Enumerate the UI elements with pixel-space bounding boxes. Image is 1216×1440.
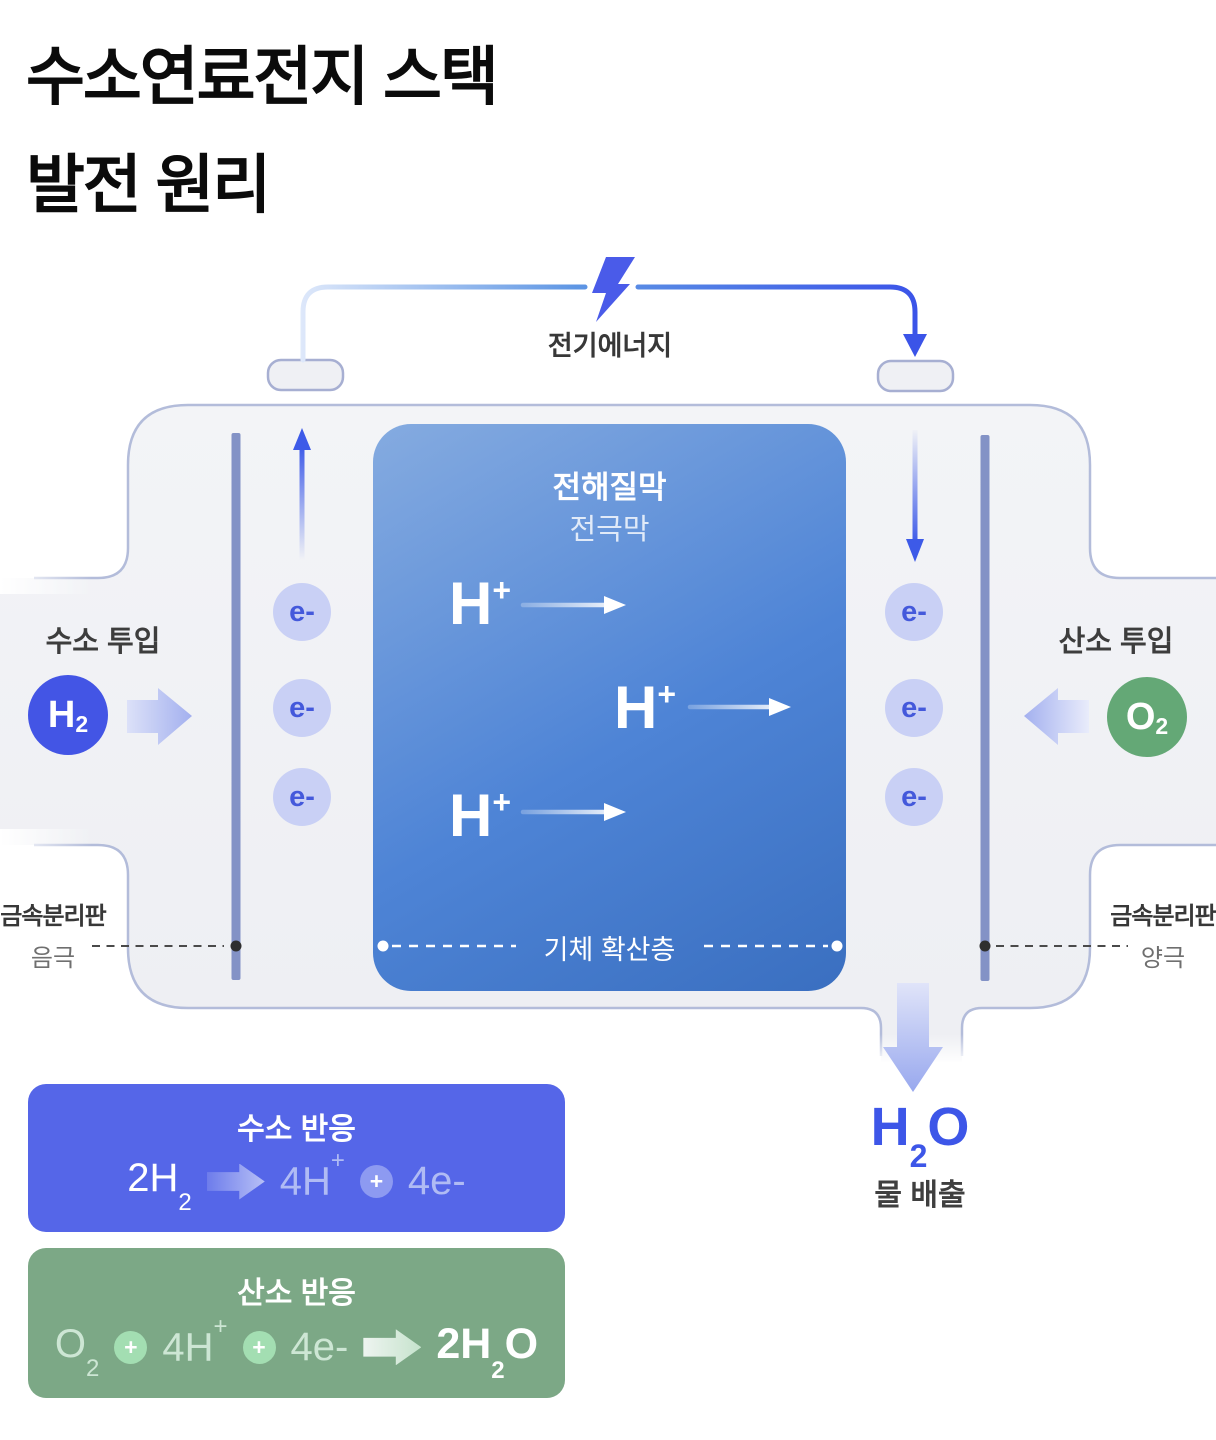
water-discharge-label: 물 배출: [874, 1179, 966, 1212]
plus-icon: +: [242, 1330, 276, 1364]
h2o-output-arrow: [883, 983, 943, 1092]
anode-label: 음극: [30, 945, 76, 972]
gas-layer-dot: [377, 940, 389, 952]
reactant: 4H+: [162, 1312, 228, 1369]
proton-label: H+: [614, 674, 677, 741]
electron-badge: e-: [273, 583, 331, 641]
circuit-wire-left: [300, 284, 588, 363]
proton-label: H+: [449, 782, 512, 849]
lightning-icon: [592, 257, 635, 322]
product: 2H2O: [436, 1320, 539, 1384]
h2-input-arrow: [127, 688, 192, 745]
anode-callout-dot: [230, 940, 242, 952]
hydrogen-reaction-equation: 2H2 4H+ + 4e-: [28, 1146, 565, 1216]
oxygen-reaction-equation: O2 + 4H+ + 4e- 2H2O: [28, 1312, 565, 1384]
oxygen-reaction-box: 산소 반응 O2 + 4H+ + 4e- 2H2O: [28, 1248, 565, 1398]
page-title-line1: 수소연료전지 스택: [26, 41, 499, 113]
hydrogen-reaction-title: 수소 반응: [237, 1113, 356, 1146]
cathode-plate-callout: 금속분리판 양극: [1108, 896, 1216, 973]
circuit-wire-right: [635, 284, 918, 339]
gas-diffusion-layer-label: 기체 확산층: [543, 935, 676, 965]
cathode-callout-dot: [979, 940, 991, 952]
oxygen-reaction-title: 산소 반응: [237, 1277, 356, 1310]
plus-icon: +: [114, 1330, 148, 1364]
oxygen-input-label: 산소 투입: [1058, 626, 1174, 658]
proton-label: H+: [449, 570, 512, 637]
fade-left-bottom: [0, 829, 92, 861]
cell-outline-top: [34, 403, 1216, 580]
electron-down-arrowhead: [906, 539, 924, 562]
proton-arrowhead: [604, 803, 626, 821]
product: 4H+: [279, 1146, 345, 1204]
plate-label: 금속분리판: [0, 903, 106, 930]
reaction-arrow-icon: [363, 1329, 422, 1366]
membrane-subtitle: 전극막: [569, 514, 650, 546]
reactant: O2: [54, 1321, 100, 1382]
reactant: 4e-: [290, 1324, 349, 1369]
cell-outline-bottom-left: [34, 843, 883, 1056]
anode-plate-callout: 금속분리판 음극: [0, 896, 108, 973]
hydrogen-reaction-box: 수소 반응 2H2 4H+ + 4e-: [28, 1084, 565, 1232]
electron-badge: e-: [885, 679, 943, 737]
electron-badge: e-: [273, 679, 331, 737]
page-title: 수소연료전지 스택 발전 원리: [26, 24, 499, 239]
product: 4e-: [407, 1159, 466, 1203]
anode-plate-bar: [231, 433, 241, 980]
reaction-arrow-icon: [206, 1163, 265, 1200]
electron-up-arrowhead: [293, 428, 311, 450]
cathode-label: 양극: [1140, 945, 1186, 972]
electron-badge: e-: [273, 768, 331, 826]
electron-badge: e-: [885, 583, 943, 641]
page-title-line2: 발전 원리: [26, 148, 271, 221]
right-terminal: [876, 359, 955, 393]
electron-badge: e-: [885, 768, 943, 826]
o2-input-arrow: [1024, 688, 1089, 745]
reactant: 2H2: [127, 1156, 192, 1216]
membrane-title: 전해질막: [552, 470, 667, 505]
proton-arrowhead: [604, 596, 626, 614]
plate-label: 금속분리판: [1110, 903, 1216, 930]
cathode-plate-bar: [980, 435, 990, 981]
cell-outline-bottom-right: [960, 843, 1216, 1056]
h2o-formula: H2O: [870, 1097, 970, 1174]
plus-icon: +: [359, 1165, 393, 1198]
electric-energy-label: 전기에너지: [547, 331, 673, 361]
wire-arrowhead: [903, 334, 927, 357]
gas-layer-dot: [831, 940, 843, 952]
proton-arrowhead: [769, 698, 791, 716]
fade-left-top: [0, 562, 92, 594]
hydrogen-input-label: 수소 투입: [45, 626, 161, 658]
